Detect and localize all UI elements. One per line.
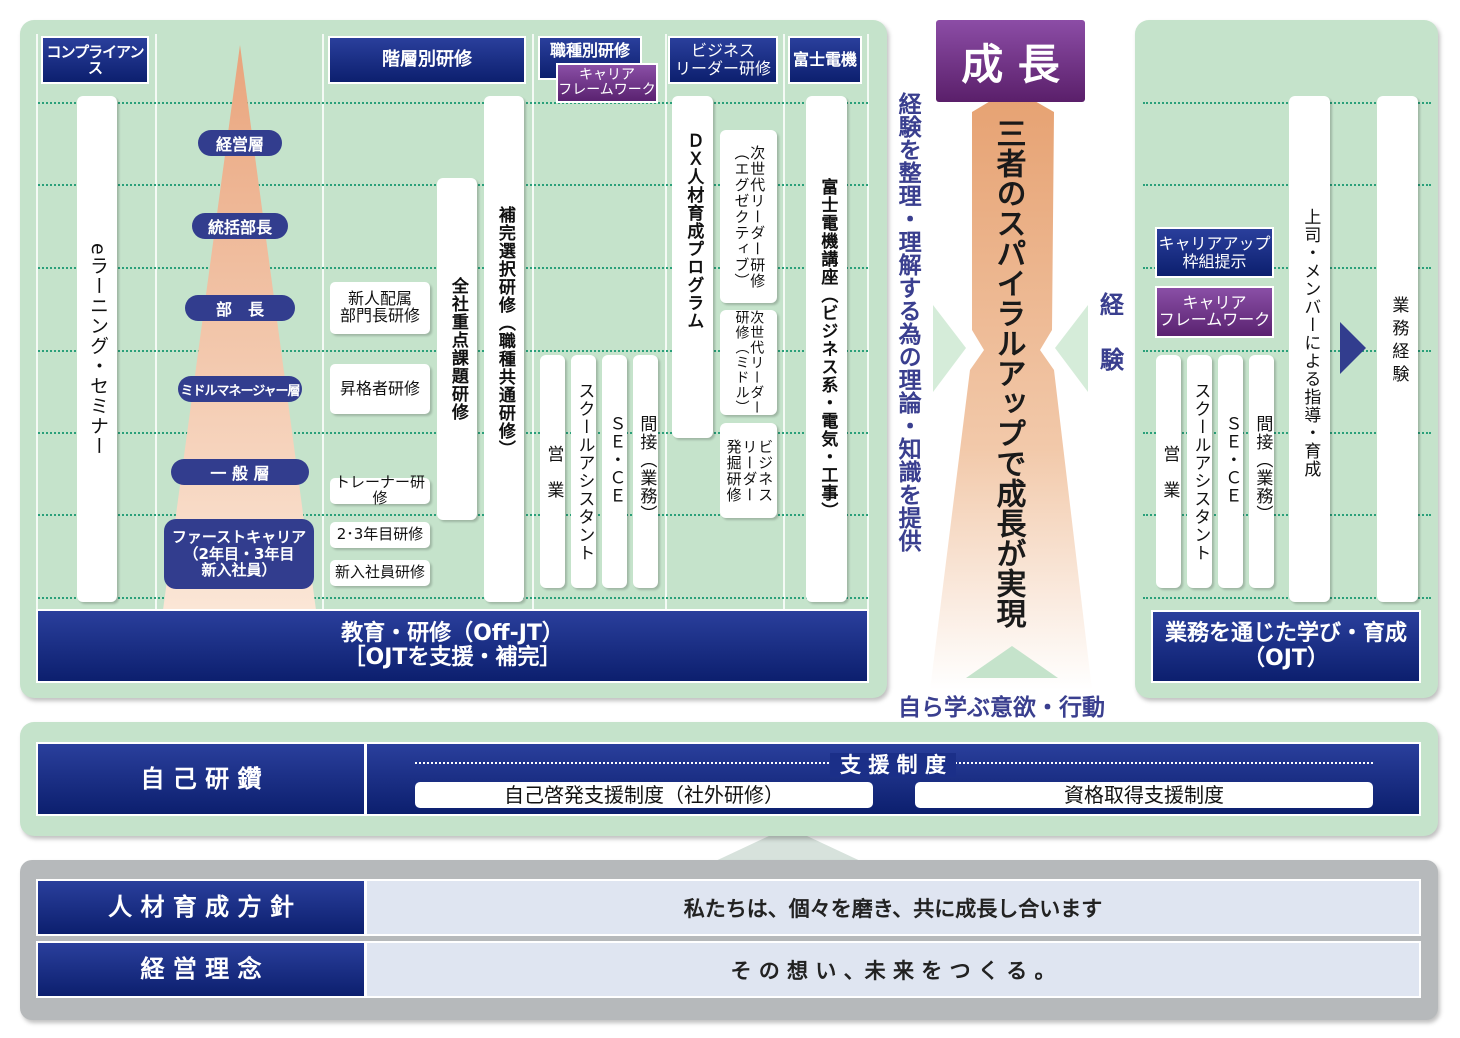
divider <box>867 34 869 612</box>
fuji-course-column: 富士電機講座（ビジネス系・電気・工事） <box>806 96 847 602</box>
dotted-gridline <box>38 102 868 104</box>
job-se-ce: ＳＥ・ＣＥ <box>602 355 627 588</box>
header-fuji: 富士電機 <box>788 36 862 84</box>
arrow-right-icon <box>1340 322 1366 374</box>
training-new-dept-head: 新人配属 部門長研修 <box>330 282 430 334</box>
dotted-gridline <box>1143 597 1431 599</box>
job-label: スクールアシスタント <box>574 381 595 562</box>
experience-text: 経 験 <box>1100 291 1124 375</box>
dotted-gridline <box>1143 184 1431 186</box>
company-priority-column: 全社重点課題研修 <box>437 178 477 520</box>
support-system: 支 援 制 度 自己啓発支援制度（社外研修） 資格取得支援制度 <box>365 742 1421 816</box>
header-business-leader: ビジネス リーダー研修 <box>668 36 778 84</box>
dotted-gridline <box>1143 514 1431 516</box>
fuji-course-label: 富士電機講座（ビジネス系・電気・工事） <box>817 178 838 520</box>
boss-guidance-column: 上司・メンバーによる指導・育成 <box>1289 96 1330 602</box>
self-dev-label: 自 己 研 鑽 <box>36 742 366 816</box>
divider <box>665 34 667 612</box>
offjt-footer: 教育・研修（Off-JT） ［OJTを支援・補完］ <box>36 609 869 683</box>
training-2-3-year: 2･3年目研修 <box>330 522 430 548</box>
company-priority-label: 全社重点課題研修 <box>447 277 468 421</box>
level-executive: 経営層 <box>198 130 282 156</box>
level-general: 一 般 層 <box>171 459 309 485</box>
support-title: 支 援 制 度 <box>830 753 956 777</box>
biz-leader-discovery: ビジネス リーダー 発掘研修 <box>720 423 777 518</box>
job-label: 間接（業務） <box>636 415 657 523</box>
boss-guidance-label: 上司・メンバーによる指導・育成 <box>1300 208 1321 478</box>
leader-label: 次世代リーダー 研修（ミドル） <box>733 310 765 415</box>
job-indirect: 間接（業務） <box>633 355 658 588</box>
work-experience-column: 業務経験 <box>1377 96 1418 602</box>
job-label: 営 業 <box>543 444 564 499</box>
divider <box>36 34 38 612</box>
arrow-up-icon <box>966 646 1058 678</box>
ojt-job-school-assistant: スクールアシスタント <box>1187 355 1212 588</box>
level-first-career: ファーストキャリア （2年目・3年目 新入社員） <box>164 519 314 589</box>
growth-arrow <box>930 88 1092 690</box>
dotted-gridline <box>1143 432 1431 434</box>
divider <box>155 34 157 612</box>
level-general-manager: 統括部長 <box>192 213 288 239</box>
supplementary-label: 補完選択研修（職種共通研修） <box>494 206 515 458</box>
ojt-job-sales: 営 業 <box>1156 355 1181 588</box>
arrow-left-icon <box>1055 305 1088 392</box>
theory-text: 経験を整理・理解する為の理論・知識を提供 <box>894 92 921 552</box>
level-manager: 部 長 <box>185 295 295 321</box>
divider <box>783 34 785 612</box>
dx-label: ＤＸ人材育成プログラム <box>683 132 704 330</box>
arrow-right-icon <box>933 305 966 392</box>
job-label: ＳＥ・ＣＥ <box>605 415 626 505</box>
header-compliance: コンプライアンス <box>41 36 149 84</box>
dotted-gridline <box>1143 350 1431 352</box>
job-sales: 営 業 <box>540 355 565 588</box>
self-motivation-text: 自ら学ぶ意欲・行動 <box>898 695 1105 721</box>
job-label: ＳＥ・ＣＥ <box>1221 415 1242 505</box>
leader-label: 次世代リーダー研修 （エグゼクティブ） <box>732 144 767 289</box>
ojt-job-indirect: 間接（業務） <box>1249 355 1274 588</box>
certification-support: 資格取得支援制度 <box>915 782 1373 808</box>
growth-title: 成 長 <box>936 20 1085 102</box>
philosophy-text: そ の 想 い 、未 来 を つ く る 。 <box>365 941 1421 998</box>
policy-label: 人 材 育 成 方 針 <box>36 879 366 936</box>
ojt-career-framework: キャリア フレームワーク <box>1155 286 1274 338</box>
ojt-job-se-ce: ＳＥ・ＣＥ <box>1218 355 1243 588</box>
ojt-footer: 業務を通じた学び・育成 （OJT） <box>1151 610 1421 683</box>
dotted-gridline <box>1143 102 1431 104</box>
header-career-framework: キャリア フレームワーク <box>556 63 658 103</box>
offjt-title: 教育・研修（Off-JT） <box>341 620 564 646</box>
next-leader-middle: 次世代リーダー 研修（ミドル） <box>720 310 777 415</box>
offjt-subtitle: ［OJTを支援・補完］ <box>343 645 562 670</box>
growth-arrow-text: 三者のスパイラルアップで成長が実現 <box>990 118 1026 628</box>
training-promotion: 昇格者研修 <box>330 364 430 414</box>
divider <box>322 34 324 612</box>
elearning-label: eラーニング・セミナー <box>86 242 109 456</box>
divider <box>532 34 534 612</box>
job-label: 間接（業務） <box>1252 415 1273 523</box>
job-label: スクールアシスタント <box>1190 381 1211 562</box>
policy-text: 私たちは、個々を磨き、共に成長し合います <box>365 879 1421 936</box>
training-new-employee: 新入社員研修 <box>330 560 430 586</box>
dx-column: ＤＸ人材育成プログラム <box>672 96 713 438</box>
work-experience-label: 業務経験 <box>1388 296 1409 388</box>
elearning-column: eラーニング・セミナー <box>77 96 117 602</box>
job-label: 営 業 <box>1159 444 1180 499</box>
philosophy-label: 経 営 理 念 <box>36 941 366 998</box>
supplementary-column: 補完選択研修（職種共通研修） <box>484 96 524 602</box>
self-development-support: 自己啓発支援制度（社外研修） <box>415 782 873 808</box>
dotted-gridline <box>38 597 868 599</box>
dotted-gridline <box>1143 267 1431 269</box>
next-leader-exec: 次世代リーダー研修 （エグゼクティブ） <box>720 130 777 303</box>
careerup-framework: キャリアアップ 枠組提示 <box>1155 227 1274 278</box>
level-middle: ミドルマネージャー層 <box>178 376 302 402</box>
support-title-wrap: 支 援 制 度 <box>367 749 1419 779</box>
training-trainer: トレーナー研修 <box>330 474 430 506</box>
job-school-assistant: スクールアシスタント <box>571 355 596 588</box>
leader-label: ビジネス リーダー 発掘研修 <box>724 438 775 503</box>
header-tiered: 階層別研修 <box>328 36 526 84</box>
